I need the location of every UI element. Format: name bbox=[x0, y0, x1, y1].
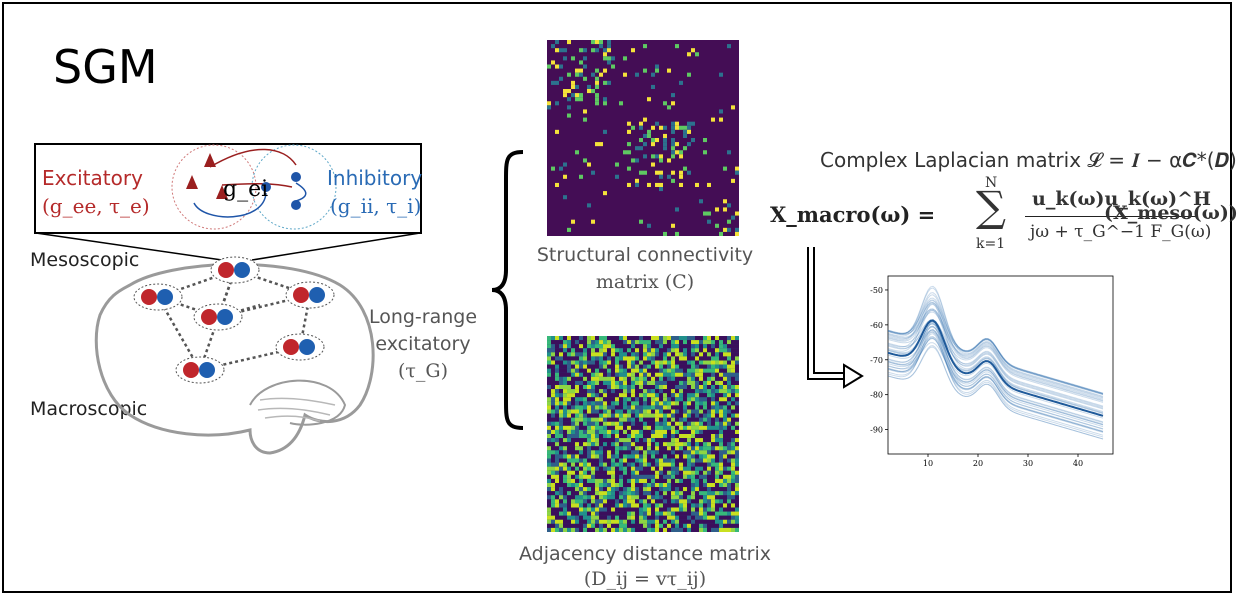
inhibitory-neuron-icon bbox=[291, 200, 301, 210]
x-tick-label: 30 bbox=[1023, 459, 1033, 468]
network-node bbox=[133, 283, 183, 311]
spectrum-trace bbox=[887, 331, 1104, 419]
equation-lhs: X_macro(ω) = bbox=[770, 202, 936, 227]
spectrum-trace bbox=[887, 345, 1104, 440]
excitatory-neuron-icon bbox=[204, 153, 216, 167]
cerebellum-outline bbox=[249, 379, 347, 426]
long-range-label-2: excitatory bbox=[375, 333, 471, 355]
spectrum-trace bbox=[887, 309, 1104, 402]
spectrum-trace bbox=[887, 325, 1104, 433]
long-range-label-1: Long-range bbox=[368, 306, 478, 328]
inset-box bbox=[34, 143, 422, 234]
fraction-bar bbox=[1025, 216, 1197, 217]
x-tick-label: 40 bbox=[1073, 459, 1083, 468]
brain-diagram bbox=[94, 256, 375, 455]
excitatory-neuron-icon bbox=[216, 185, 228, 199]
inhibitory-params: (g_ii, τ_i) bbox=[330, 194, 422, 218]
sc-matrix-caption-1: Structural connectivity bbox=[536, 244, 754, 266]
spectrum-trace bbox=[887, 336, 1104, 425]
spectrum-trace bbox=[887, 342, 1104, 426]
inset-neurons bbox=[171, 144, 337, 230]
y-tick-label: -80 bbox=[870, 391, 883, 400]
figure-title: SGM bbox=[53, 40, 158, 94]
spectrum-trace bbox=[887, 308, 1104, 398]
spectrum-trace bbox=[887, 285, 1104, 395]
spectrum-trace bbox=[887, 330, 1104, 415]
curly-brace bbox=[491, 150, 524, 430]
brain-outline bbox=[94, 262, 375, 455]
inhibitory-neuron-icon bbox=[291, 172, 301, 182]
spectrum-trace bbox=[887, 329, 1104, 438]
sum-lower-limit: k=1 bbox=[976, 236, 1006, 252]
spectrum-trace bbox=[887, 308, 1104, 395]
spectrum-trace bbox=[887, 321, 1104, 430]
spectrum-trace bbox=[887, 331, 1104, 433]
laplacian-text: Complex Laplacian matrix 𝓛 = 𝑰 − α𝑪*(𝑫) bbox=[820, 148, 1237, 172]
spectrum-trace bbox=[887, 325, 1104, 414]
spectrum-trace bbox=[887, 333, 1104, 436]
spectrum-trace bbox=[887, 329, 1104, 428]
y-tick-label: -70 bbox=[870, 356, 883, 365]
spectrum-trace bbox=[887, 309, 1104, 410]
spectrum-trace bbox=[887, 319, 1104, 403]
network-node bbox=[275, 333, 325, 361]
spectrum-plot: -50 -60 -70 -80 -90 10 20 30 40 bbox=[870, 275, 1114, 468]
spectrum-trace bbox=[887, 299, 1104, 394]
excitatory-population-ring bbox=[171, 144, 257, 230]
plot-area bbox=[887, 275, 1114, 455]
spectrum-trace bbox=[887, 303, 1104, 412]
y-tick-label: -60 bbox=[870, 321, 883, 330]
spectrum-trace bbox=[887, 303, 1104, 408]
x-tick-label: 10 bbox=[923, 459, 933, 468]
spectrum-trace bbox=[887, 346, 1104, 440]
long-range-label-3: (τ_G) bbox=[397, 360, 448, 382]
spectrum-mean-trace bbox=[887, 319, 1104, 417]
mesoscopic-label: Mesoscopic bbox=[30, 249, 140, 271]
equation-rhs: (X_meso(ω)) bbox=[1104, 202, 1238, 224]
structural-connectivity-matrix bbox=[547, 40, 739, 236]
spectrum-trace bbox=[887, 337, 1104, 432]
network-node bbox=[210, 256, 260, 284]
distance-matrix bbox=[547, 336, 739, 532]
flow-arrow bbox=[807, 247, 864, 389]
dist-matrix-caption-1: Adjacency distance matrix bbox=[518, 543, 772, 565]
excitatory-label: Excitatory bbox=[42, 166, 143, 190]
spectrum-trace bbox=[887, 323, 1104, 424]
dist-matrix-caption-2: (D_ij = vτ_ij) bbox=[583, 568, 707, 590]
inhibitory-neuron-icon bbox=[261, 182, 271, 192]
network-node bbox=[175, 356, 225, 384]
y-tick-label: -50 bbox=[870, 286, 883, 295]
spectrum-trace bbox=[887, 319, 1104, 409]
x-tick-label: 20 bbox=[973, 459, 983, 468]
sc-matrix-caption-2: matrix (C) bbox=[595, 271, 695, 293]
spectrum-trace bbox=[887, 337, 1104, 430]
y-tick-label: -90 bbox=[870, 426, 883, 435]
inhibitory-population-ring bbox=[251, 144, 337, 230]
spectrum-trace bbox=[887, 297, 1104, 394]
spectrum-trace bbox=[887, 292, 1104, 395]
inhibitory-label: Inhibitory bbox=[327, 166, 423, 190]
excitatory-params: (g_ee, τ_e) bbox=[42, 194, 150, 218]
spectrum-trace bbox=[887, 287, 1104, 395]
sum-upper-limit: N bbox=[985, 175, 998, 191]
excitatory-neuron-icon bbox=[186, 175, 198, 189]
coupling-label: g_ei bbox=[223, 177, 269, 202]
spectrum-trace bbox=[887, 326, 1104, 423]
spectrum-trace bbox=[887, 311, 1104, 399]
sum-symbol: ∑ bbox=[976, 182, 1006, 231]
spectrum-trace bbox=[887, 302, 1104, 396]
network-node bbox=[285, 281, 335, 309]
spectrum-trace bbox=[887, 301, 1104, 401]
spectrum-trace bbox=[887, 336, 1104, 433]
equation-numerator: u_k(ω)u_k(ω)^H bbox=[1032, 188, 1211, 210]
spectrum-trace bbox=[887, 294, 1104, 397]
equation-denominator: jω + τ_G^−1 F_G(ω) bbox=[1030, 222, 1212, 242]
spectrum-trace bbox=[887, 322, 1104, 426]
network-node bbox=[193, 303, 243, 331]
spectrum-trace bbox=[887, 300, 1104, 400]
